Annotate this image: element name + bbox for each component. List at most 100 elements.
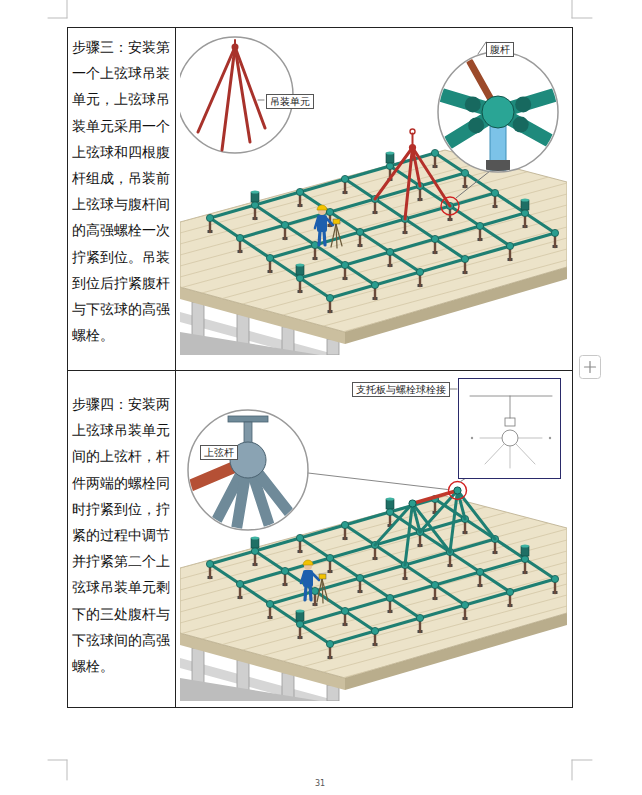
bolt-ball <box>326 554 333 561</box>
callout-label: 吊装单元 <box>266 94 314 109</box>
plank-line <box>180 584 567 689</box>
leader-line <box>478 42 486 54</box>
bolt-ball <box>551 575 558 582</box>
beam <box>180 332 320 355</box>
plank-line <box>180 282 567 355</box>
bolt-ball <box>326 640 333 647</box>
instrument-leg <box>331 224 336 247</box>
slab-top <box>180 150 567 332</box>
plank-line <box>180 639 567 701</box>
bearing-top <box>521 544 529 547</box>
detail-magnifier <box>438 42 558 174</box>
web-member <box>413 148 451 207</box>
table-rule <box>175 28 176 708</box>
plank-line <box>180 315 567 355</box>
crop-mark <box>48 760 67 761</box>
inset-line <box>485 444 504 464</box>
bolt-ball <box>341 521 348 528</box>
bolt-ball <box>206 560 213 567</box>
top-ball <box>409 144 416 151</box>
plank-line <box>180 271 567 355</box>
bolt-ball <box>506 242 513 249</box>
helmet <box>317 205 327 210</box>
bolt-ball <box>506 588 513 595</box>
step-description: 步骤三：安装第一个上弦球吊装单元，上弦球吊装单元采用一个上弦球和四根腹杆组成，吊… <box>72 34 172 348</box>
lifting-unit <box>375 129 450 219</box>
sleeve-nut <box>515 96 531 112</box>
crop-mark <box>572 18 592 19</box>
bolt-ball <box>266 254 273 261</box>
chord-pipe <box>255 205 375 285</box>
add-button <box>580 356 601 379</box>
bolt-ball <box>296 534 303 541</box>
joint-detail <box>438 62 558 174</box>
worker-figure <box>315 205 342 248</box>
plank-line <box>180 293 567 355</box>
bolt-ball <box>416 268 423 275</box>
page-number: 31 <box>315 779 325 789</box>
bolt-ball <box>476 568 483 575</box>
web-member <box>405 504 413 566</box>
inset-line <box>480 438 502 439</box>
bolt-ball <box>416 614 423 621</box>
plus-sign <box>589 362 590 373</box>
worker-arm <box>301 573 304 583</box>
bolt-ball <box>371 281 378 288</box>
chord-pipe <box>255 551 375 631</box>
bolt-ball <box>296 274 303 281</box>
worker-leg <box>319 231 320 245</box>
plank-line <box>180 172 567 277</box>
page-frame <box>48 0 601 780</box>
web-member <box>405 148 413 220</box>
callout-label: 上弦杆 <box>200 445 238 460</box>
plank-line <box>180 628 567 701</box>
callout-label: 支托板与螺栓球栓接 <box>352 382 450 397</box>
inset-frame <box>459 379 561 479</box>
worker-leg <box>305 586 306 600</box>
highlight-ring <box>449 482 467 500</box>
top-ball <box>409 500 416 507</box>
bolt-ball <box>281 567 288 574</box>
plank-line <box>180 326 567 355</box>
bolt-ball <box>356 574 363 581</box>
bolt-ball <box>296 620 303 627</box>
bolt-ball <box>251 201 258 208</box>
bolt-ball <box>311 587 318 594</box>
bolt-ball <box>521 555 528 562</box>
bearing-top <box>296 609 304 612</box>
construction-illustration <box>180 379 567 702</box>
crop-mark <box>572 760 573 780</box>
step-description: 步骤四：安装两上弦球吊装单元间的上弦杆，杆件两端的螺栓同时拧紧到位，拧紧的过程中… <box>72 391 172 679</box>
top-ball <box>232 44 239 51</box>
bolt-ball <box>341 175 348 182</box>
plank-line <box>180 249 567 354</box>
inset-drawing <box>459 379 561 479</box>
top-ball <box>454 487 461 494</box>
plank-line <box>180 562 567 667</box>
bolt-ball <box>386 248 393 255</box>
plank-line <box>180 529 567 634</box>
table-rule <box>68 370 573 371</box>
bearing-top <box>251 536 259 539</box>
bolt-ball <box>491 189 498 196</box>
crop-mark <box>572 0 573 18</box>
leader-line <box>258 100 264 101</box>
button-box <box>580 356 601 379</box>
sleeve-nut <box>465 96 481 112</box>
worker-arm <box>312 573 319 580</box>
inset-line <box>510 446 511 468</box>
web-member <box>222 47 235 150</box>
bolt-ball <box>236 234 243 241</box>
detail-magnifier <box>180 410 308 538</box>
step-text-cell: 步骤三：安装第一个上弦球吊装单元，上弦球吊装单元采用一个上弦球和四根腹杆组成，吊… <box>72 34 172 348</box>
inset-line <box>510 396 511 418</box>
crop-mark <box>48 18 67 19</box>
bolt-ball <box>386 594 393 601</box>
magnifier-ring <box>188 410 308 530</box>
table-border <box>68 28 573 708</box>
plank-line <box>180 205 567 310</box>
web-member <box>235 47 250 142</box>
bolt-ball <box>431 581 438 588</box>
inset-dot <box>549 437 551 439</box>
